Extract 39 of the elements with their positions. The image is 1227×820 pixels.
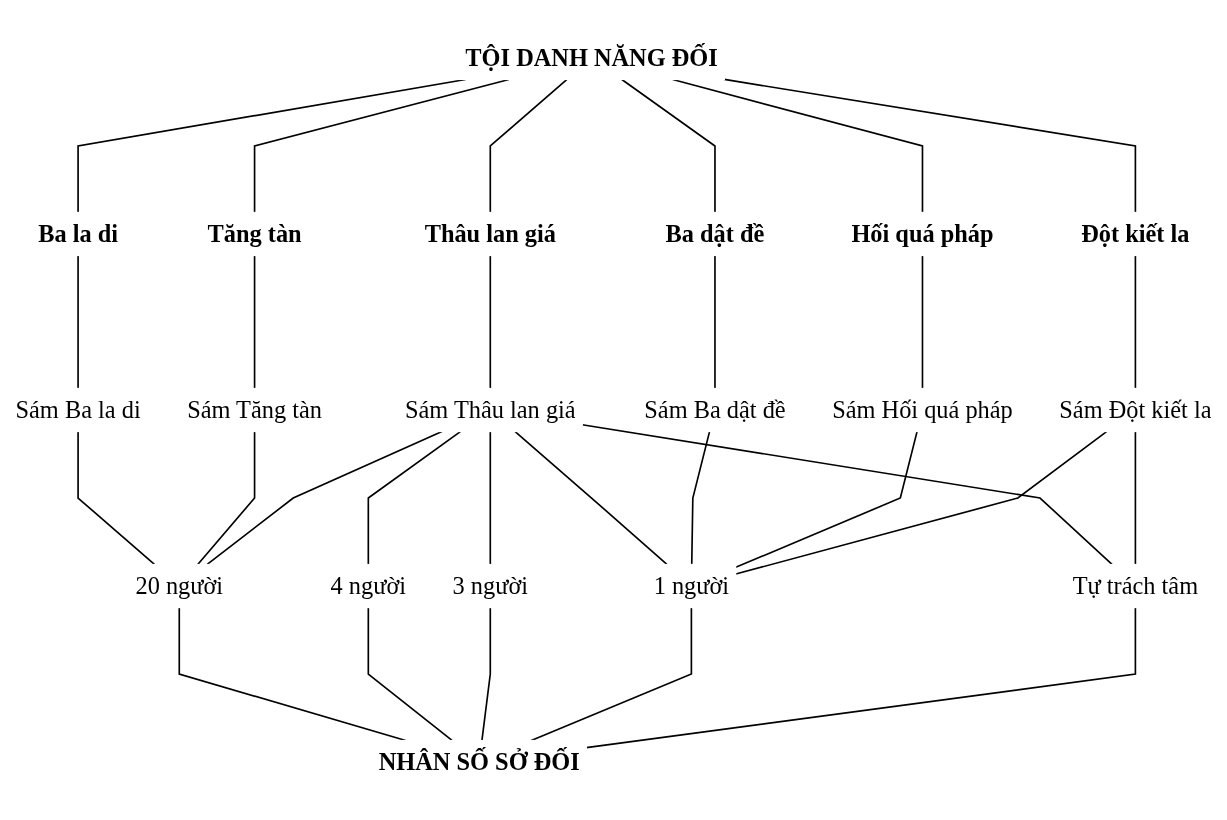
connector — [253, 254, 256, 390]
connector — [621, 78, 716, 214]
node-text: Tự trách tâm — [1072, 572, 1199, 600]
node-text: Đột kiết la — [1081, 220, 1190, 248]
node-text: Thâu lan giá — [424, 220, 556, 248]
connector — [530, 606, 693, 742]
node-text: Ba dật đề — [665, 220, 765, 248]
node-text: Sám Ba la di — [15, 396, 141, 424]
node-text: Sám Thâu lan giá — [404, 396, 576, 424]
connector — [196, 430, 256, 566]
node-text: 1 người — [653, 572, 730, 600]
node-text: NHÂN SỐ SỞ ĐỐI — [378, 748, 580, 776]
connector — [1134, 254, 1137, 390]
connector — [367, 430, 462, 566]
connector — [723, 78, 1137, 214]
node-text: Sám Hối quá pháp — [832, 396, 1013, 424]
node-text: Sám Ba dật đề — [644, 396, 786, 424]
node-text: Hối quá pháp — [851, 220, 994, 248]
connector — [489, 430, 492, 566]
connector — [481, 606, 492, 742]
connector — [690, 430, 711, 566]
node-text: Tăng tàn — [207, 220, 302, 248]
node-text: Sám Tăng tàn — [187, 396, 322, 424]
node-text: 20 người — [135, 572, 224, 600]
connector — [77, 254, 79, 390]
connector — [921, 254, 924, 390]
connector — [367, 606, 453, 742]
connector — [514, 430, 668, 566]
node-text: Ba la di — [38, 220, 119, 248]
connector — [489, 78, 568, 214]
node-text: TỘI DANH NĂNG ĐỐI — [465, 44, 718, 72]
node-text: 3 người — [452, 572, 529, 600]
connector — [489, 254, 492, 390]
connector — [206, 430, 443, 566]
connector — [1134, 430, 1137, 566]
connector — [714, 254, 716, 390]
connector — [77, 430, 156, 566]
node-text: 4 người — [330, 572, 407, 600]
node-text: Sám Đột kiết la — [1059, 396, 1212, 424]
